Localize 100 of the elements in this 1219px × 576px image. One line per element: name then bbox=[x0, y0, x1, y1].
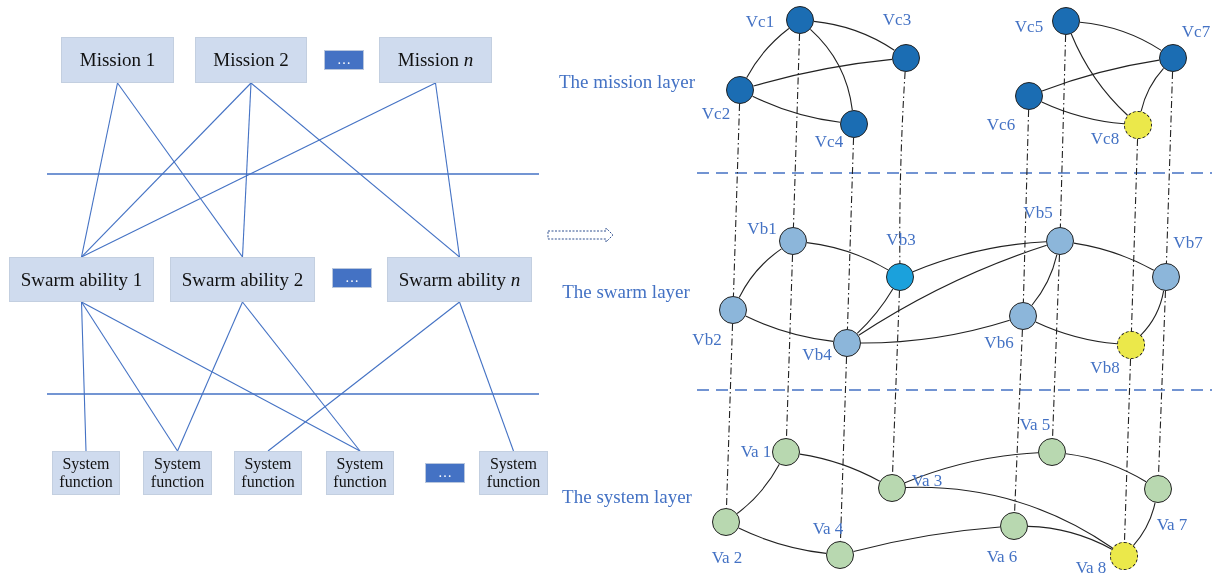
node-circle bbox=[1159, 44, 1187, 72]
connector-line bbox=[1031, 254, 1058, 306]
node-circle bbox=[840, 110, 868, 138]
node-circle bbox=[1152, 263, 1180, 291]
connector-line bbox=[736, 463, 780, 515]
node-circle bbox=[833, 329, 861, 357]
node-label: Va 4 bbox=[812, 519, 844, 539]
node-label: Vc6 bbox=[986, 115, 1016, 135]
connector-line bbox=[1073, 242, 1155, 271]
process-box: Mission n bbox=[379, 37, 492, 83]
layer-label: The system layer bbox=[562, 486, 692, 508]
node-circle bbox=[1038, 438, 1066, 466]
node-label: Vc7 bbox=[1181, 22, 1211, 42]
dash-dot-line bbox=[1165, 71, 1174, 264]
dash-dot-line bbox=[846, 137, 855, 330]
node-label: Vb5 bbox=[1023, 203, 1053, 223]
connector-line bbox=[1140, 67, 1165, 112]
connector-line bbox=[1132, 502, 1156, 547]
node-label: Vb4 bbox=[802, 345, 832, 365]
node-label: Vb2 bbox=[692, 330, 722, 350]
connector-line bbox=[1140, 290, 1165, 336]
dash-dot-line bbox=[892, 290, 900, 475]
connector-line bbox=[1079, 21, 1162, 51]
connector-line bbox=[80, 82, 252, 258]
connector-line bbox=[746, 27, 790, 79]
connector-line bbox=[1041, 101, 1125, 125]
node-circle bbox=[1046, 227, 1074, 255]
node-circle bbox=[1052, 7, 1080, 35]
process-box: Swarm ability 1 bbox=[9, 257, 154, 302]
connector-line bbox=[116, 82, 244, 258]
node-circle bbox=[712, 508, 740, 536]
process-box: Swarm ability 2 bbox=[170, 257, 315, 302]
connector-line bbox=[809, 28, 853, 111]
node-label: Va 5 bbox=[1019, 415, 1051, 435]
node-label: Vb7 bbox=[1173, 233, 1203, 253]
node-label: Vc2 bbox=[701, 104, 731, 124]
connector-line bbox=[80, 301, 361, 452]
node-label: Vc5 bbox=[1014, 17, 1044, 37]
dash-dot-line bbox=[899, 71, 906, 264]
node-circle bbox=[726, 76, 754, 104]
process-box: Swarm ability n bbox=[387, 257, 532, 302]
connector-line bbox=[458, 301, 515, 452]
ellipsis-box: … bbox=[425, 463, 465, 483]
connector-line bbox=[806, 242, 889, 271]
dash-dot-line bbox=[1052, 254, 1060, 439]
connector-line bbox=[738, 527, 827, 554]
connector-line bbox=[434, 82, 461, 258]
connector-line bbox=[250, 82, 461, 258]
node-circle bbox=[878, 474, 906, 502]
node-label: Va 2 bbox=[711, 548, 743, 568]
node-circle bbox=[826, 541, 854, 569]
node-label: Va 7 bbox=[1156, 515, 1188, 535]
dash-dot-line bbox=[1022, 109, 1030, 303]
connector-line bbox=[738, 248, 782, 298]
dash-dot-line bbox=[732, 103, 741, 297]
connector-line bbox=[241, 82, 252, 258]
ellipsis-box: … bbox=[324, 50, 364, 70]
dash-dot-line bbox=[1059, 34, 1067, 228]
node-label: Vc3 bbox=[882, 10, 912, 30]
dash-dot-line bbox=[1014, 329, 1023, 513]
node-circle bbox=[786, 6, 814, 34]
connector-line bbox=[904, 452, 1039, 484]
node-circle bbox=[719, 296, 747, 324]
process-box: System function bbox=[326, 451, 394, 495]
node-circle bbox=[1144, 475, 1172, 503]
process-box: Mission 1 bbox=[61, 37, 174, 83]
connector-line bbox=[860, 319, 1011, 344]
process-box: System function bbox=[143, 451, 212, 495]
connector-line bbox=[1027, 525, 1113, 550]
node-label: Va 1 bbox=[740, 442, 772, 462]
connector-line bbox=[799, 453, 881, 482]
node-label: Vc1 bbox=[745, 12, 775, 32]
connector-line bbox=[241, 301, 361, 452]
node-circle bbox=[1009, 302, 1037, 330]
connector-line bbox=[176, 301, 244, 452]
connector-line bbox=[858, 244, 1048, 336]
connector-line bbox=[1041, 59, 1160, 92]
node-circle bbox=[1124, 111, 1152, 139]
dash-dot-line bbox=[792, 33, 801, 228]
node-label: Vb3 bbox=[886, 230, 916, 250]
connector-line bbox=[745, 315, 834, 342]
connector-line bbox=[267, 301, 461, 452]
node-circle bbox=[772, 438, 800, 466]
connector-line bbox=[1070, 33, 1129, 117]
node-label: Va 6 bbox=[986, 547, 1018, 567]
dash-dot-line bbox=[785, 254, 794, 439]
connector-line bbox=[853, 526, 1001, 552]
connector-line bbox=[856, 288, 894, 334]
ellipsis-box: … bbox=[332, 268, 372, 288]
connector-line bbox=[1065, 453, 1147, 483]
layer-label: The mission layer bbox=[558, 71, 696, 93]
connector-line bbox=[80, 301, 87, 452]
connector-line bbox=[752, 95, 841, 123]
node-label: Vb1 bbox=[747, 219, 777, 239]
connector-line bbox=[80, 301, 179, 452]
process-box: Mission 2 bbox=[195, 37, 307, 83]
layer-label: The swarm layer bbox=[562, 281, 690, 303]
dash-dot-line bbox=[1130, 138, 1139, 332]
node-label: Vc8 bbox=[1090, 129, 1120, 149]
node-circle bbox=[1000, 512, 1028, 540]
